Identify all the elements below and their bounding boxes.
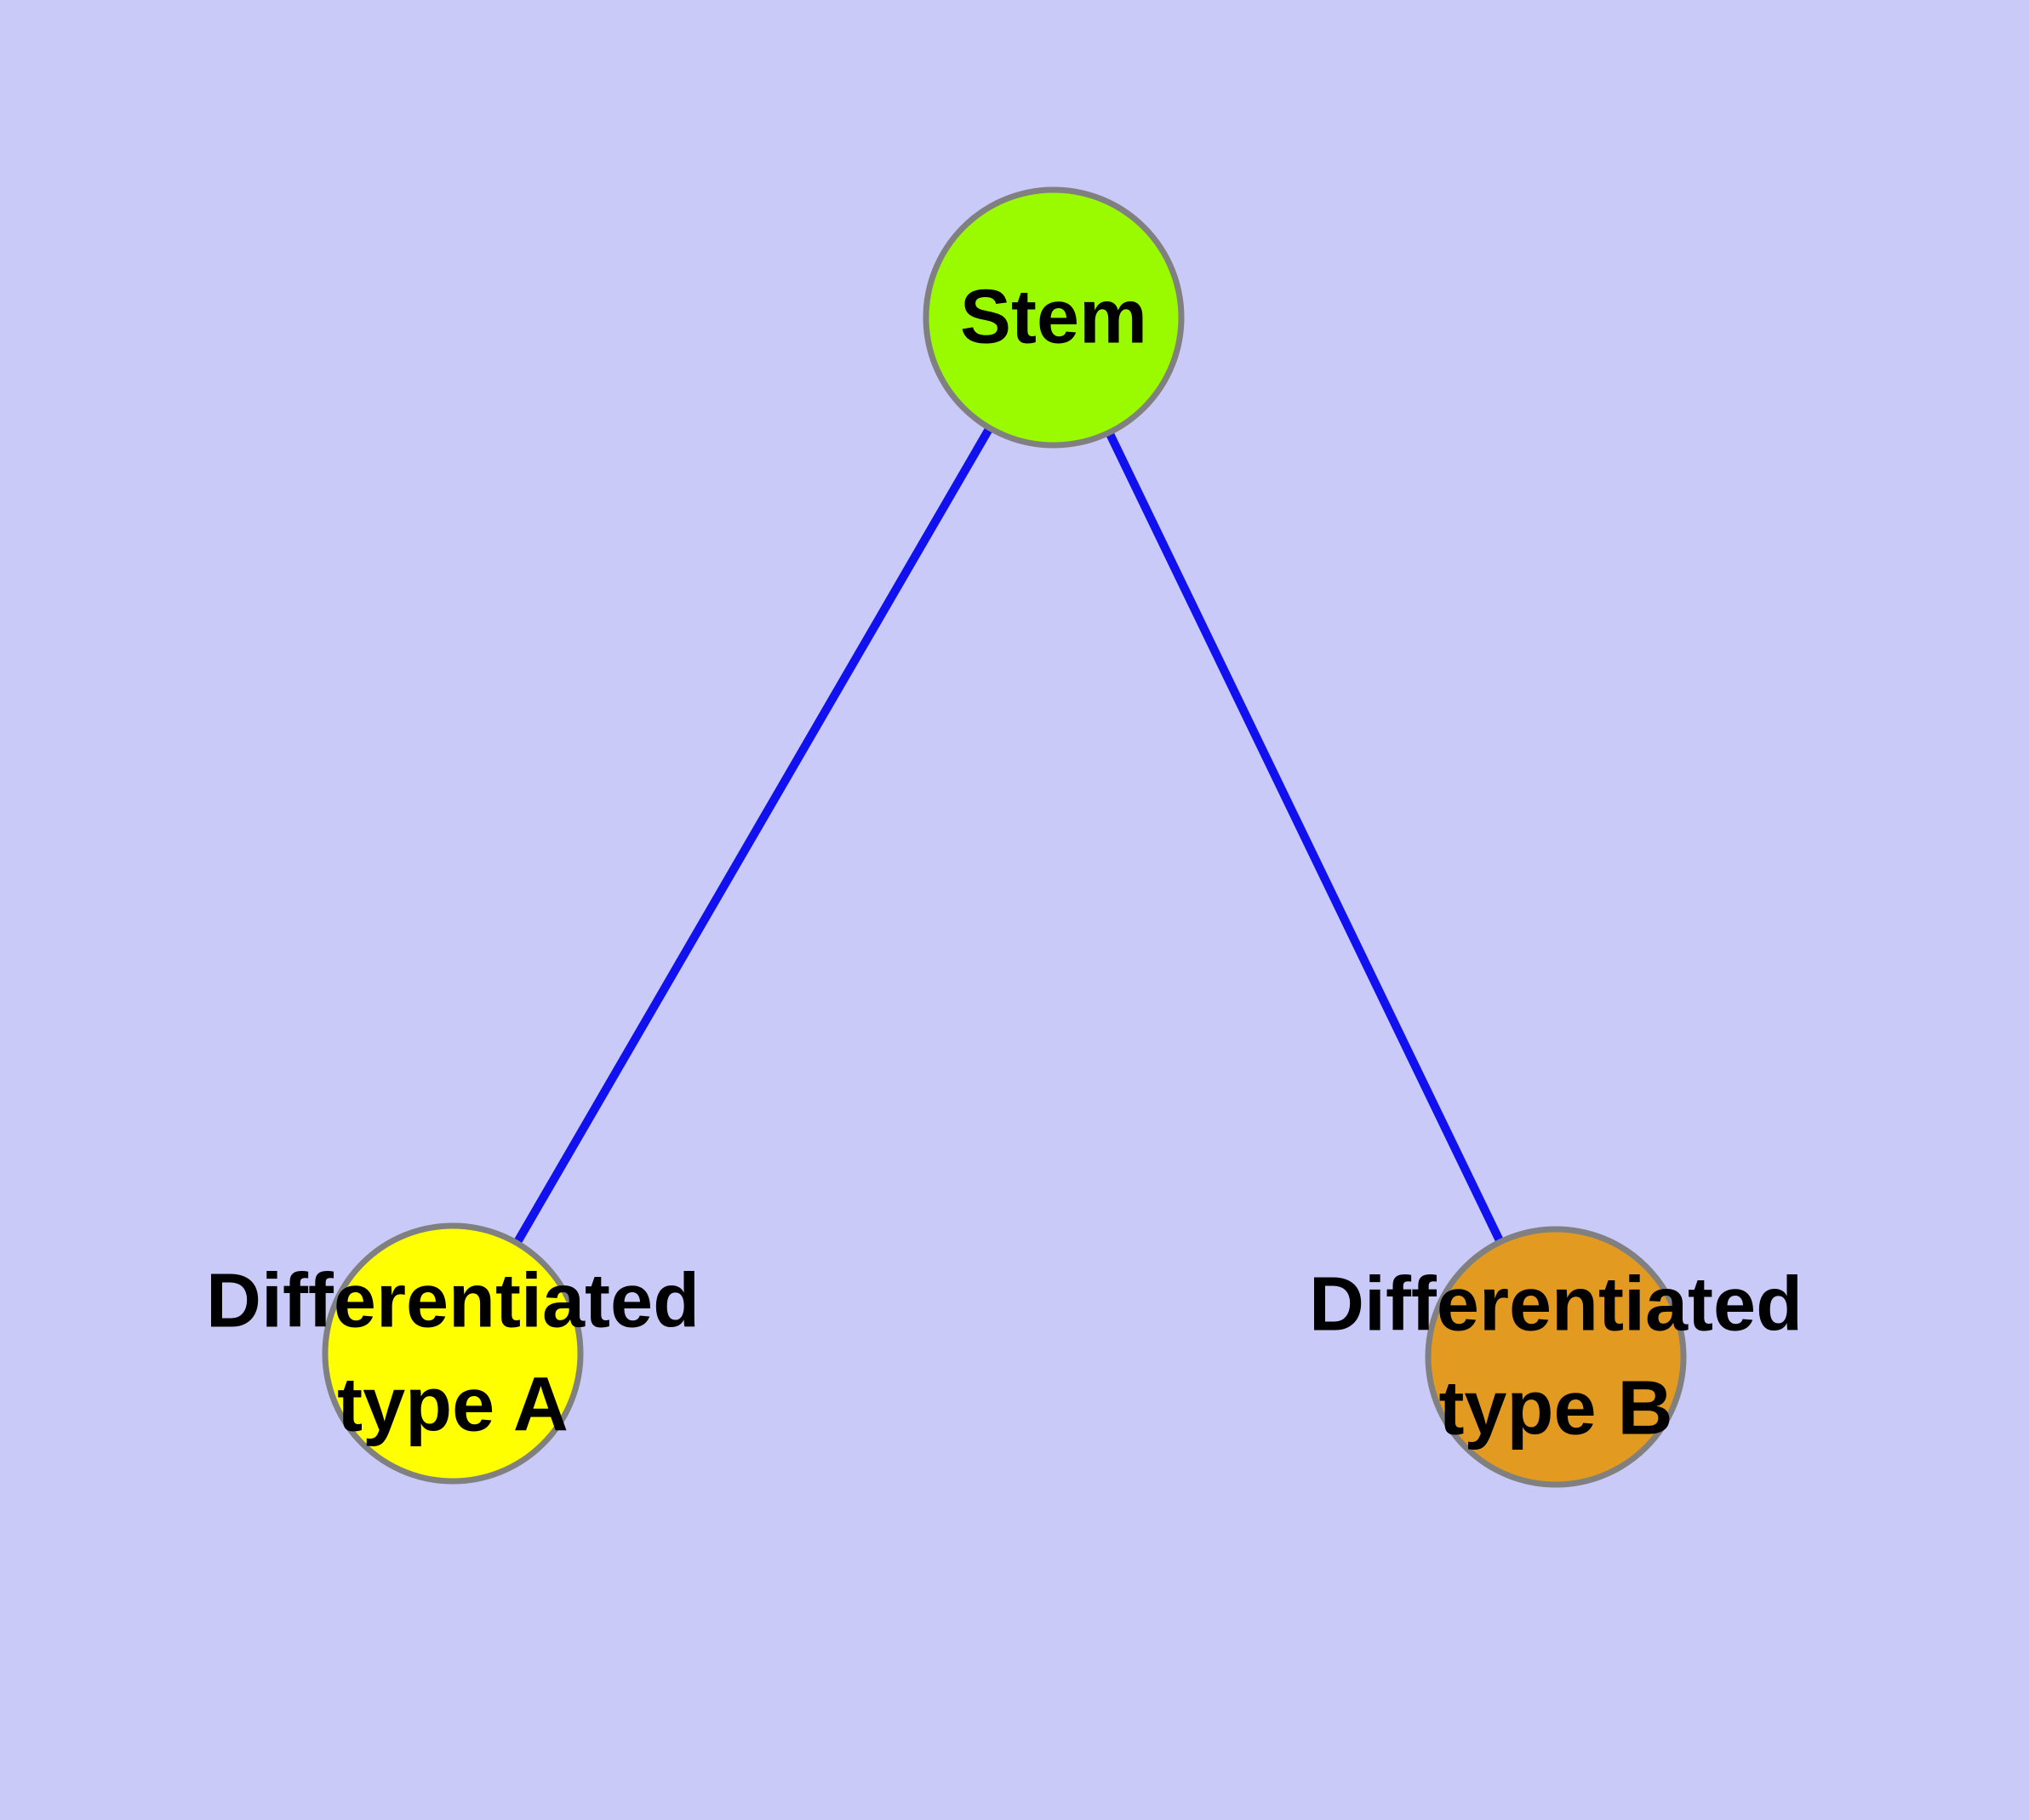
stem-label-text: Stem: [959, 274, 1148, 360]
diff-a-label-line-1: Differentiated: [205, 1258, 700, 1344]
differentiated-type-a-label: Differentiated type A: [206, 1251, 700, 1457]
node-circle-diff-a: [322, 1222, 584, 1485]
stem-node-label: Stem: [960, 266, 1147, 369]
diff-b-label-line-2: type B: [1438, 1365, 1673, 1451]
edge-stem-diff-a: [449, 315, 1058, 1356]
diff-a-label-line-2: type A: [337, 1362, 569, 1447]
node-circle-stem: [923, 186, 1185, 449]
node-circle-diff-b: [1425, 1226, 1687, 1488]
diff-b-label-line-1: Differentiated: [1308, 1262, 1803, 1348]
edge-stem-diff-b: [1049, 315, 1560, 1359]
differentiated-type-b-label: Differentiated type B: [1309, 1254, 1803, 1461]
